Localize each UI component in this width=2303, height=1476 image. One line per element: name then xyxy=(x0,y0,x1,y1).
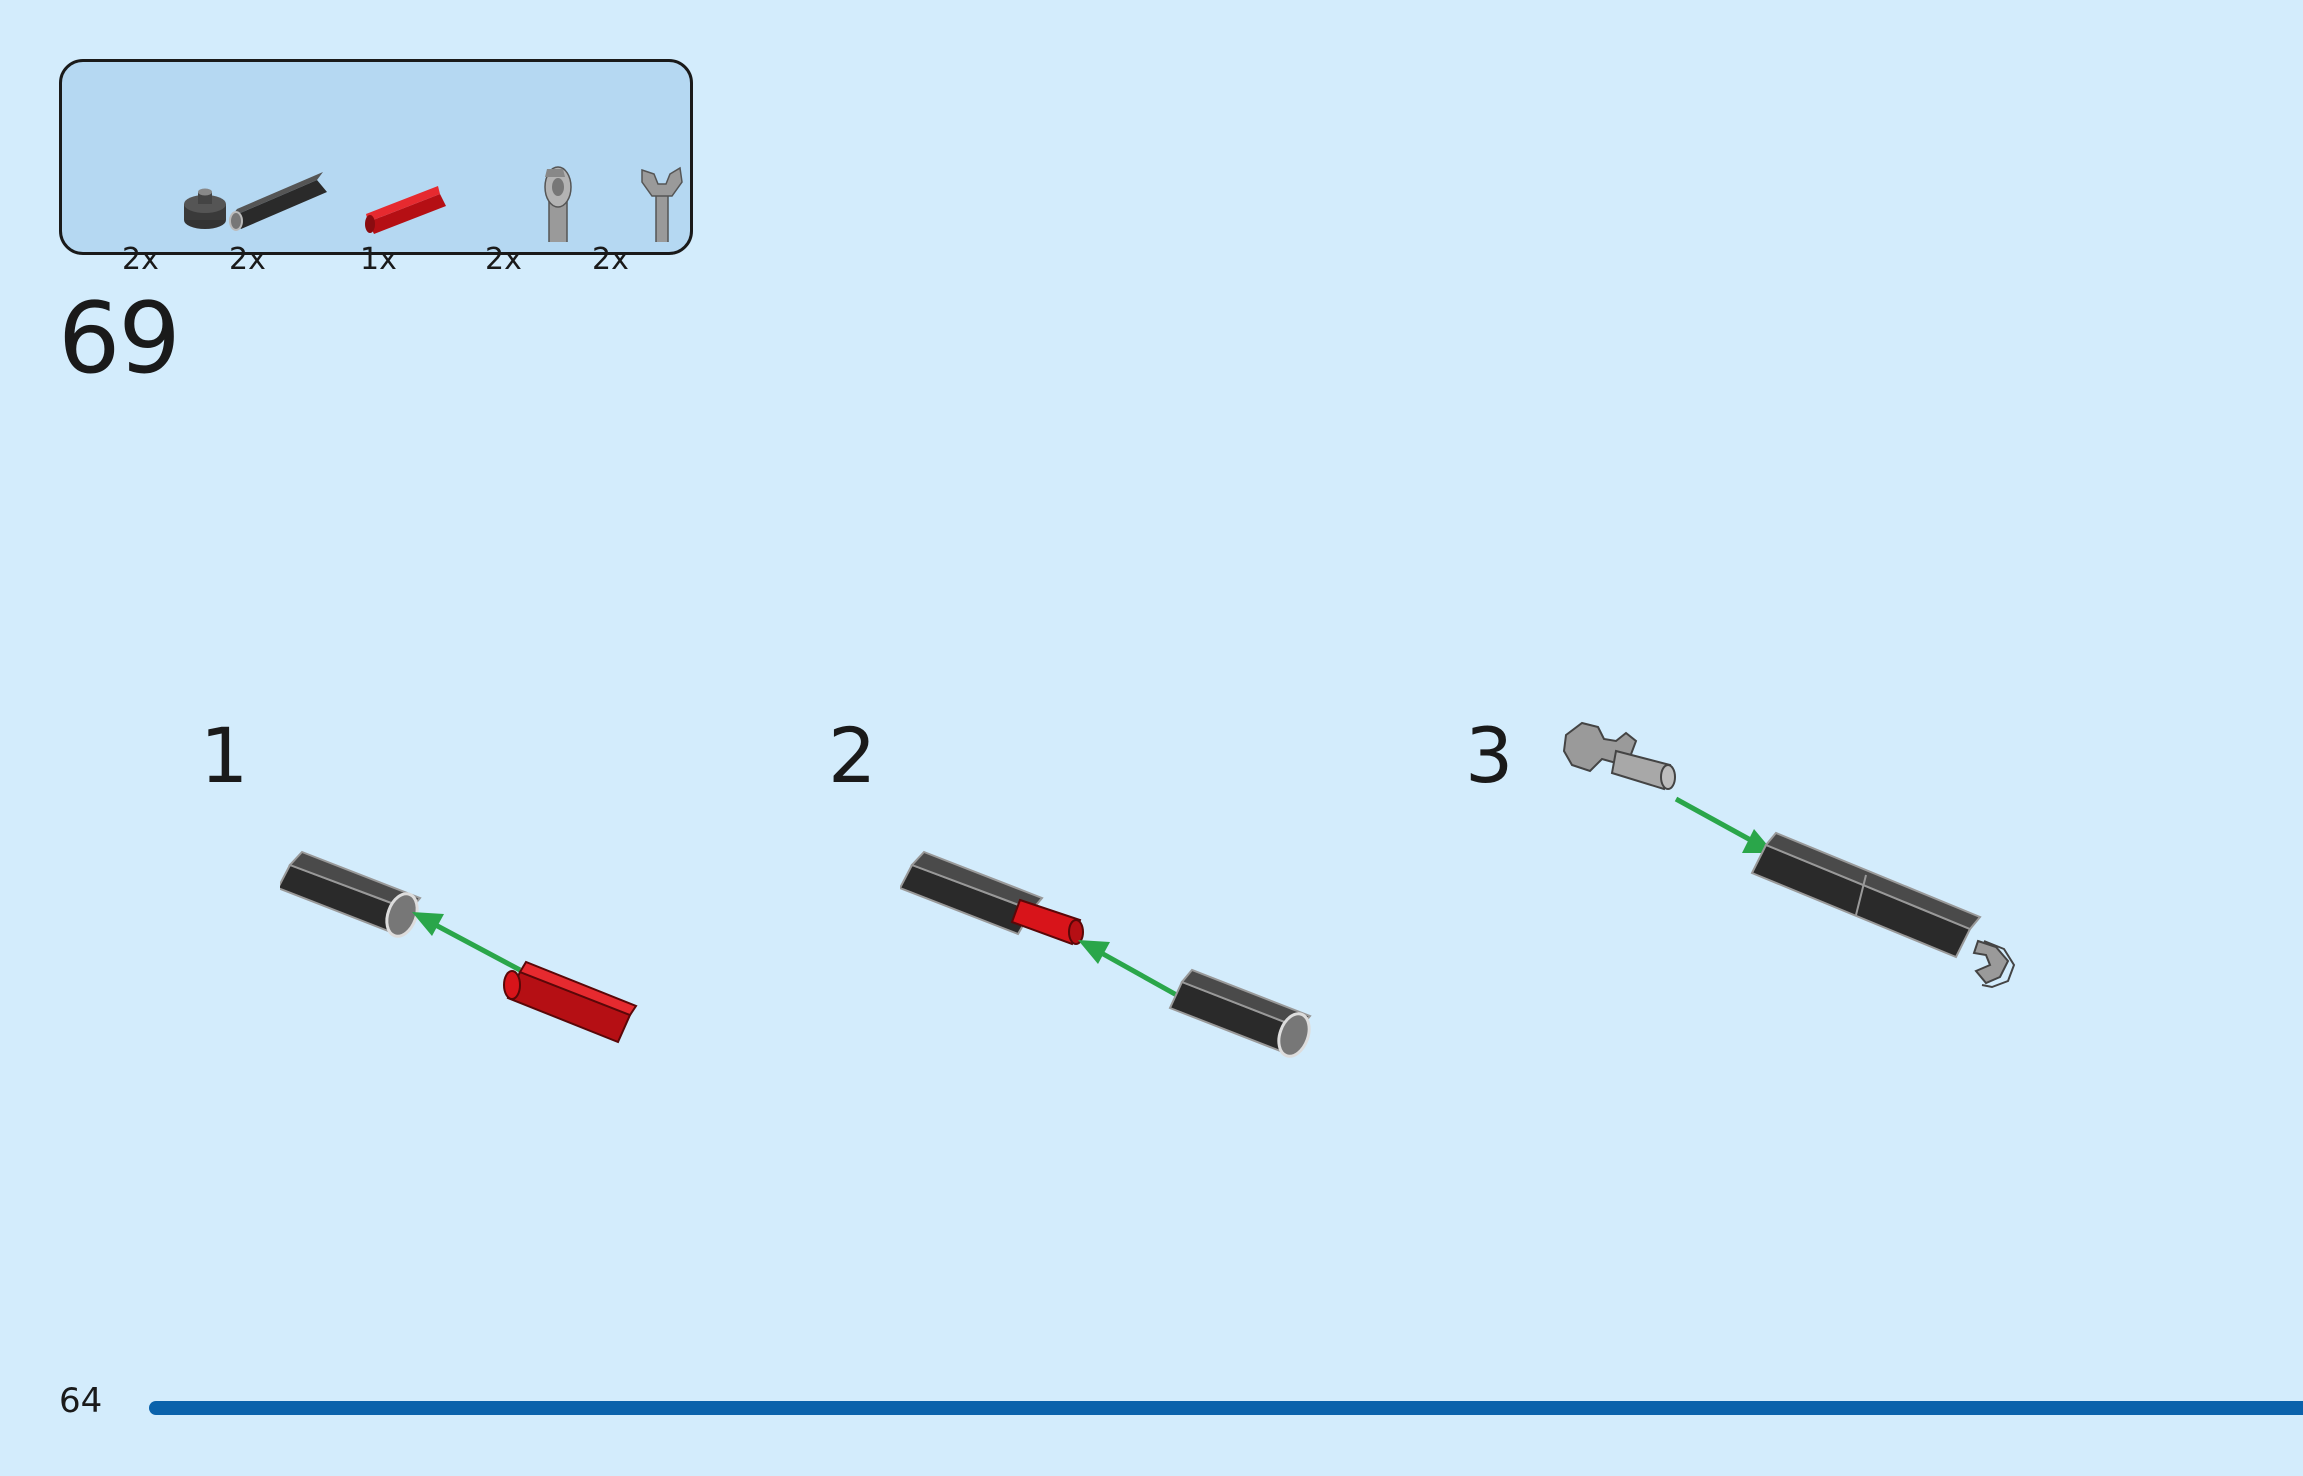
parts-list-item: 1x xyxy=(360,102,480,275)
parts-list-quantity: 2x xyxy=(485,242,522,277)
grey-bar-holder-icon xyxy=(544,166,572,242)
step-number: 69 xyxy=(58,282,181,396)
sub-step-2-illustration xyxy=(900,850,1312,1058)
sub-step-number: 2 xyxy=(828,711,877,800)
sub-step-number: 3 xyxy=(1465,711,1514,800)
black-axle-connector-icon xyxy=(229,172,327,231)
parts-list-quantity: 2x xyxy=(122,242,159,277)
round-tile-icon xyxy=(184,188,226,229)
parts-list-quantity: 2x xyxy=(592,242,629,277)
parts-list-quantity: 2x xyxy=(229,242,266,277)
parts-list-item: 2x xyxy=(122,102,242,275)
page-progress-bar xyxy=(149,1401,2303,1415)
parts-list-item: 2x xyxy=(592,102,712,275)
parts-list-quantity: 1x xyxy=(360,242,397,277)
parts-list-item: 2x xyxy=(229,102,349,275)
sub-step-number: 1 xyxy=(200,711,249,800)
grey-wrench-icon xyxy=(641,166,683,242)
parts-list-item: 2x xyxy=(485,102,605,275)
red-axle-icon xyxy=(365,186,446,234)
sub-step-1-illustration xyxy=(280,850,638,1044)
page-number: 64 xyxy=(59,1381,103,1421)
sub-step-3-illustration xyxy=(1562,721,2016,989)
parts-list-box: 2x 2x 1x 2x 2x xyxy=(59,59,693,275)
